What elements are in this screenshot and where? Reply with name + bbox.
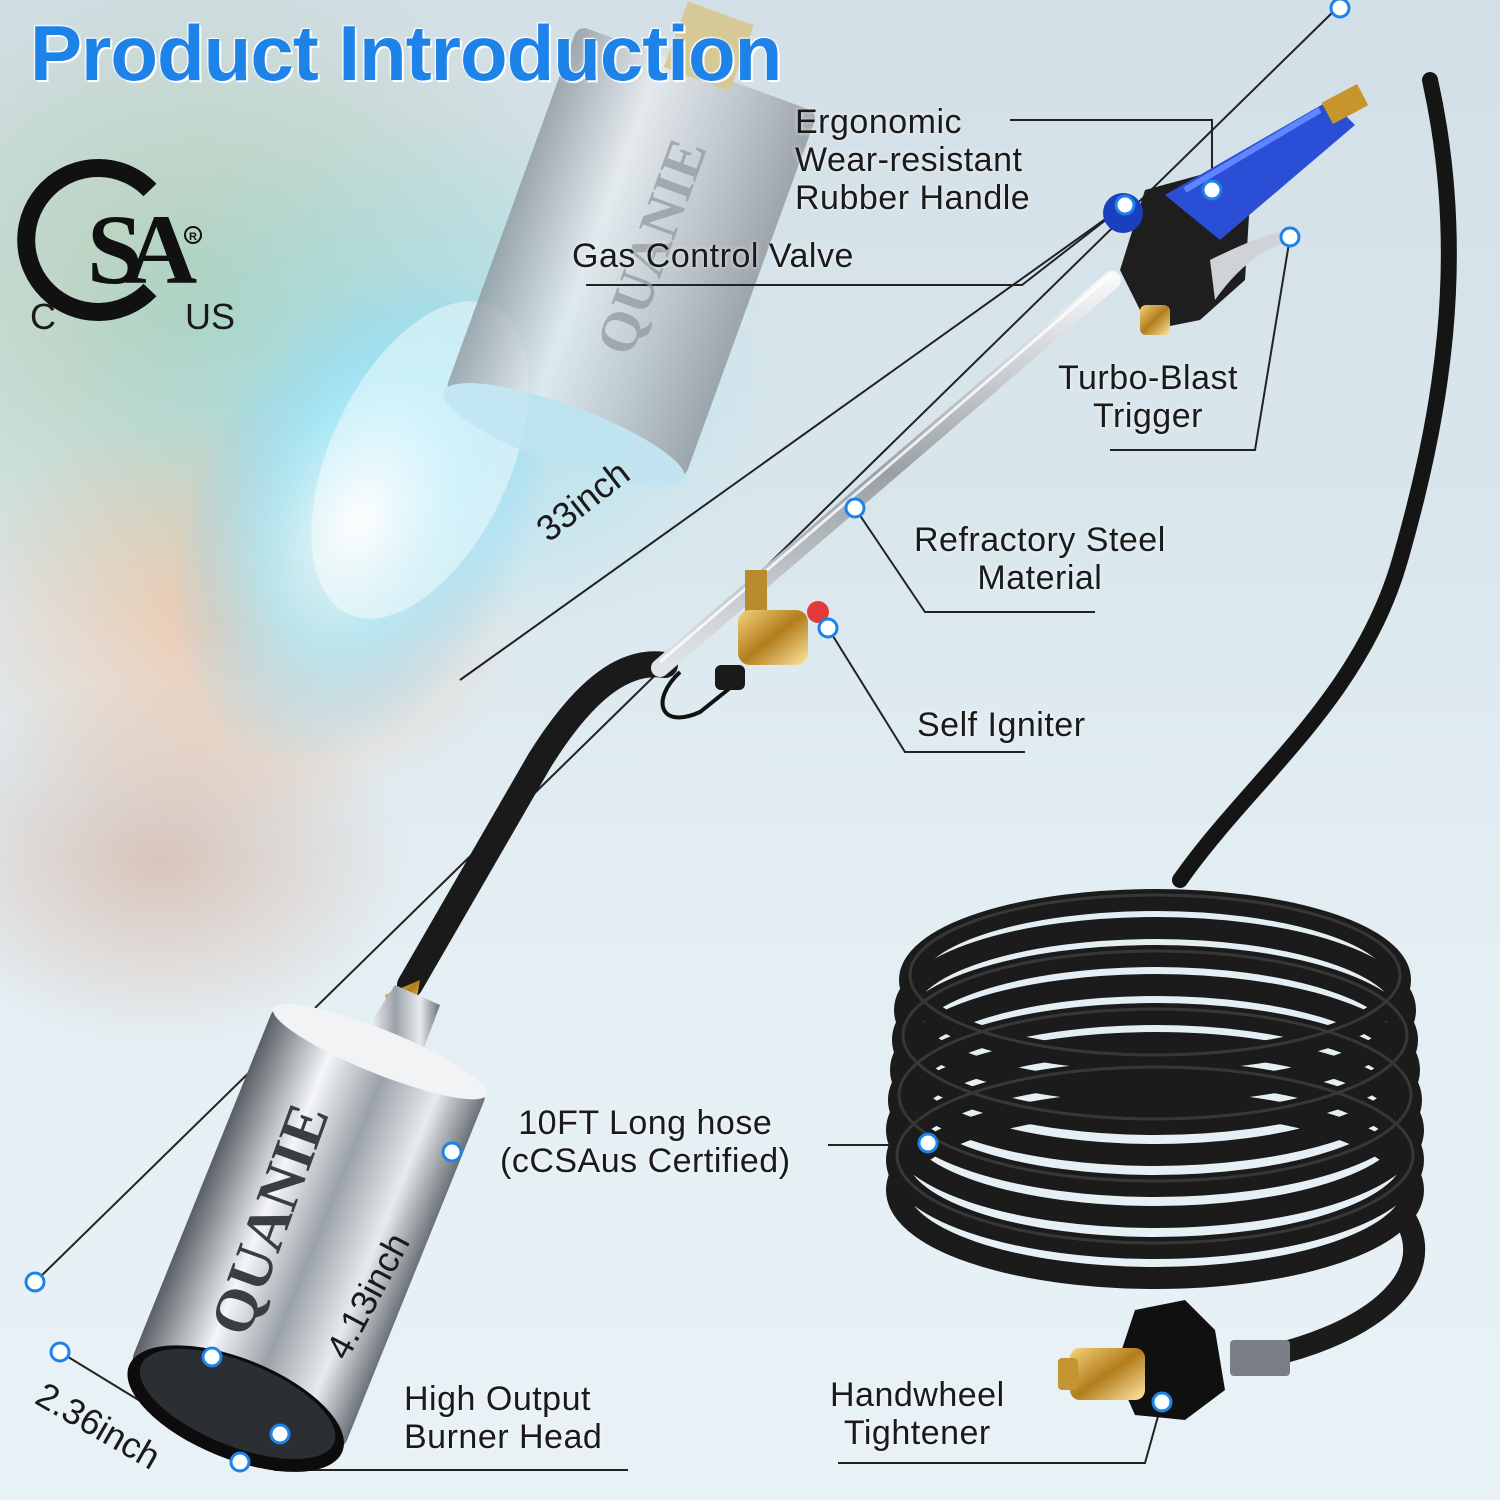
label-turbo-blast-trigger: Turbo-Blast Trigger	[1058, 359, 1238, 436]
svg-text:R: R	[189, 231, 197, 243]
label-burner-head: High Output Burner Head	[404, 1380, 603, 1457]
igniter-wire	[660, 670, 742, 720]
csa-right-letter: US	[185, 296, 236, 337]
svg-text:S: S	[87, 194, 143, 305]
label-hose: 10FT Long hose (cCSAus Certified)	[500, 1104, 791, 1181]
label-handle: Ergonomic Wear-resistant Rubber Handle	[795, 103, 1031, 218]
svg-text:A: A	[125, 194, 197, 305]
background-burner	[443, 1, 815, 488]
self-igniter	[715, 570, 829, 690]
burner-head	[127, 980, 487, 1472]
label-self-igniter: Self Igniter	[917, 706, 1086, 744]
burner-tube	[397, 651, 678, 998]
handwheel-fitting	[1058, 1300, 1290, 1420]
label-gas-control-valve: Gas Control Valve	[572, 237, 854, 275]
hose-coil	[886, 889, 1425, 1371]
label-refractory-steel: Refractory Steel Material	[914, 521, 1166, 598]
page-title: Product Introduction	[30, 9, 782, 97]
gas-hose	[1172, 72, 1457, 888]
marker-dots	[24, 0, 1351, 1473]
label-handwheel-tightener: Handwheel Tightener	[830, 1376, 1005, 1453]
gas-control-gun	[1103, 84, 1369, 335]
csa-left-letter: C	[30, 296, 56, 337]
csa-certification-mark: S A R	[17, 159, 202, 321]
